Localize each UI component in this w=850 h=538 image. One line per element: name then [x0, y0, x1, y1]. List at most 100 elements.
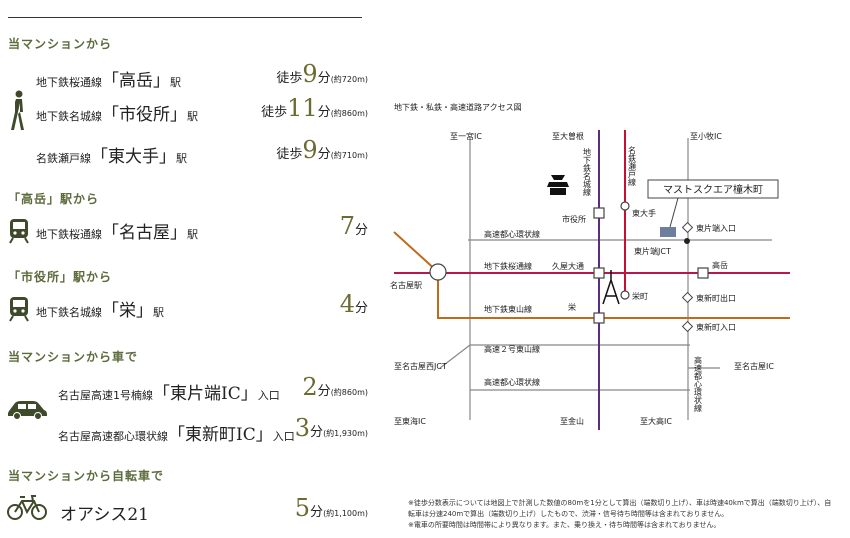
route-time: 4分 — [340, 290, 368, 318]
minutes-value: 5 — [294, 494, 311, 522]
station-higashiote — [620, 201, 630, 211]
minutes-value: 7 — [339, 212, 355, 240]
route-row: 地下鉄桜通線「名古屋」駅 7分 — [0, 212, 372, 244]
svg-text:至大高IC: 至大高IC — [640, 416, 672, 426]
distance: (約720m) — [330, 75, 368, 84]
section-heading-by-car: 当マンションから車で — [8, 350, 139, 364]
distance: (約1,100m) — [323, 509, 368, 518]
minutes-unit: 分 — [317, 105, 331, 120]
svg-text:地下鉄東山線: 地下鉄東山線 — [484, 304, 532, 314]
minutes-value: 4 — [339, 290, 355, 318]
svg-text:久屋大通: 久屋大通 — [552, 261, 584, 271]
svg-text:高速都心環状線: 高速都心環状線 — [694, 355, 703, 412]
station-hisaya — [593, 267, 605, 279]
bicycle-icon — [7, 495, 47, 520]
minutes-value: 11 — [287, 94, 318, 122]
station-suffix: 駅 — [176, 152, 187, 165]
svg-text:高岳: 高岳 — [712, 260, 728, 270]
svg-text:栄町: 栄町 — [632, 291, 648, 301]
station-name: オアシス21 — [60, 505, 149, 525]
station-suffix: 駅 — [153, 306, 164, 319]
svg-text:至一宮IC: 至一宮IC — [450, 131, 482, 141]
distance: (約860m) — [330, 109, 368, 118]
line-name: 地下鉄桜通線 — [36, 76, 102, 89]
route-destination: 地下鉄桜通線「名古屋」駅 — [36, 223, 198, 243]
ic-shinmachi-exit — [681, 291, 694, 304]
minutes-unit: 分 — [310, 505, 324, 520]
svg-text:地下鉄名城線: 地下鉄名城線 — [583, 147, 592, 196]
property-label-box — [647, 179, 779, 199]
station-takaoka — [697, 267, 709, 279]
svg-text:高速都心環状線: 高速都心環状線 — [484, 229, 540, 239]
minutes-value: 2 — [302, 373, 318, 401]
svg-text:東新町出口: 東新町出口 — [696, 293, 736, 303]
line-higashiyama — [393, 231, 790, 319]
station-name: 高岳 — [119, 71, 153, 91]
station-sakaemachi — [620, 290, 630, 300]
svg-text:至名古屋西JCT: 至名古屋西JCT — [394, 361, 447, 371]
distance: (約1,930m) — [323, 429, 368, 438]
travel-mode: 徒歩 — [276, 147, 303, 162]
travel-mode: 徒歩 — [276, 71, 303, 86]
svg-text:至小牧IC: 至小牧IC — [690, 131, 722, 141]
svg-text:名鉄瀬戸線: 名鉄瀬戸線 — [628, 145, 637, 186]
station-name: 栄 — [119, 301, 136, 321]
map-title: 地下鉄・私鉄・高速道路アクセス図 — [394, 103, 522, 112]
access-map: マストスクエア橦木町 至一宮IC 至大曽根 至小牧IC 市役所 東大手 東片端入… — [390, 130, 790, 430]
top-rule — [8, 17, 362, 18]
tv-tower-icon — [602, 270, 620, 305]
route-time: 7分 — [340, 212, 368, 240]
footnote: ※電車の所要時間は時間帯により異なります。また、乗り換え・待ち時間等は含まれてお… — [408, 521, 721, 529]
footnotes: ※徒歩分数表示については地図上で計測した数値の80mを1分として算出（端数切り上… — [408, 498, 838, 531]
station-suffix: 駅 — [187, 228, 198, 241]
station-suffix: 駅 — [187, 110, 198, 123]
minutes-unit: 分 — [354, 223, 368, 238]
station-suffix: 入口 — [257, 389, 280, 402]
minutes-value: 9 — [302, 136, 318, 164]
route-row: 地下鉄名城線「市役所」駅 徒歩11分(約860m) — [0, 94, 372, 126]
route-time: 徒歩9分(約720m) — [276, 60, 368, 88]
line-name: 名古屋高速都心環状線 — [58, 430, 168, 443]
line-name: 名鉄瀬戸線 — [36, 152, 91, 165]
route-destination: 名古屋高速都心環状線「東新町IC」入口 — [58, 425, 295, 445]
section-heading-from-takaoka: 「高岳」駅から — [8, 192, 100, 206]
route-time: 5分(約1,100m) — [295, 494, 368, 522]
station-nagoya — [429, 263, 447, 281]
route-time: 2分(約860m) — [302, 373, 368, 401]
svg-text:栄: 栄 — [568, 302, 576, 312]
route-time: 徒歩11分(約860m) — [261, 94, 368, 122]
property-marker — [660, 227, 676, 237]
station-suffix: 入口 — [272, 430, 295, 443]
minutes-value: 9 — [302, 60, 318, 88]
car-icon — [8, 401, 47, 420]
minutes-unit: 分 — [354, 301, 368, 316]
svg-text:名古屋駅: 名古屋駅 — [390, 280, 422, 290]
svg-text:至東海IC: 至東海IC — [394, 416, 426, 426]
svg-text:至金山: 至金山 — [560, 416, 584, 426]
route-destination: 地下鉄桜通線「高岳」駅 — [36, 71, 181, 91]
station-name: 名古屋 — [119, 223, 170, 243]
section-heading-by-bicycle: 当マンションから自転車で — [8, 469, 165, 483]
castle-icon — [547, 175, 569, 195]
svg-text:市役所: 市役所 — [562, 214, 586, 224]
svg-text:地下鉄桜通線: 地下鉄桜通線 — [484, 261, 532, 271]
section-heading-from-shiyakusho: 「市役所」駅から — [8, 270, 113, 284]
svg-text:東大手: 東大手 — [632, 208, 656, 218]
footnote: ※徒歩分数表示については地図上で計測した数値の80mを1分として算出（端数切り上… — [408, 499, 832, 518]
svg-text:東新町入口: 東新町入口 — [696, 322, 736, 332]
svg-text:至大曽根: 至大曽根 — [552, 131, 584, 141]
route-row: オアシス21 5分(約1,100m) — [0, 494, 372, 526]
svg-text:高速２号東山線: 高速２号東山線 — [484, 344, 540, 354]
station-name: 市役所 — [119, 105, 170, 125]
minutes-value: 3 — [294, 414, 311, 442]
station-name: 東大手 — [108, 147, 159, 167]
station-name: 東片端IC — [170, 384, 241, 404]
distance: (約860m) — [330, 388, 368, 397]
minutes-unit: 分 — [310, 425, 324, 440]
ic-higashikatahata — [681, 221, 694, 234]
route-destination: 地下鉄名城線「市役所」駅 — [36, 105, 198, 125]
walking-person-icon — [11, 90, 24, 130]
section-heading-from-home: 当マンションから — [8, 37, 113, 51]
